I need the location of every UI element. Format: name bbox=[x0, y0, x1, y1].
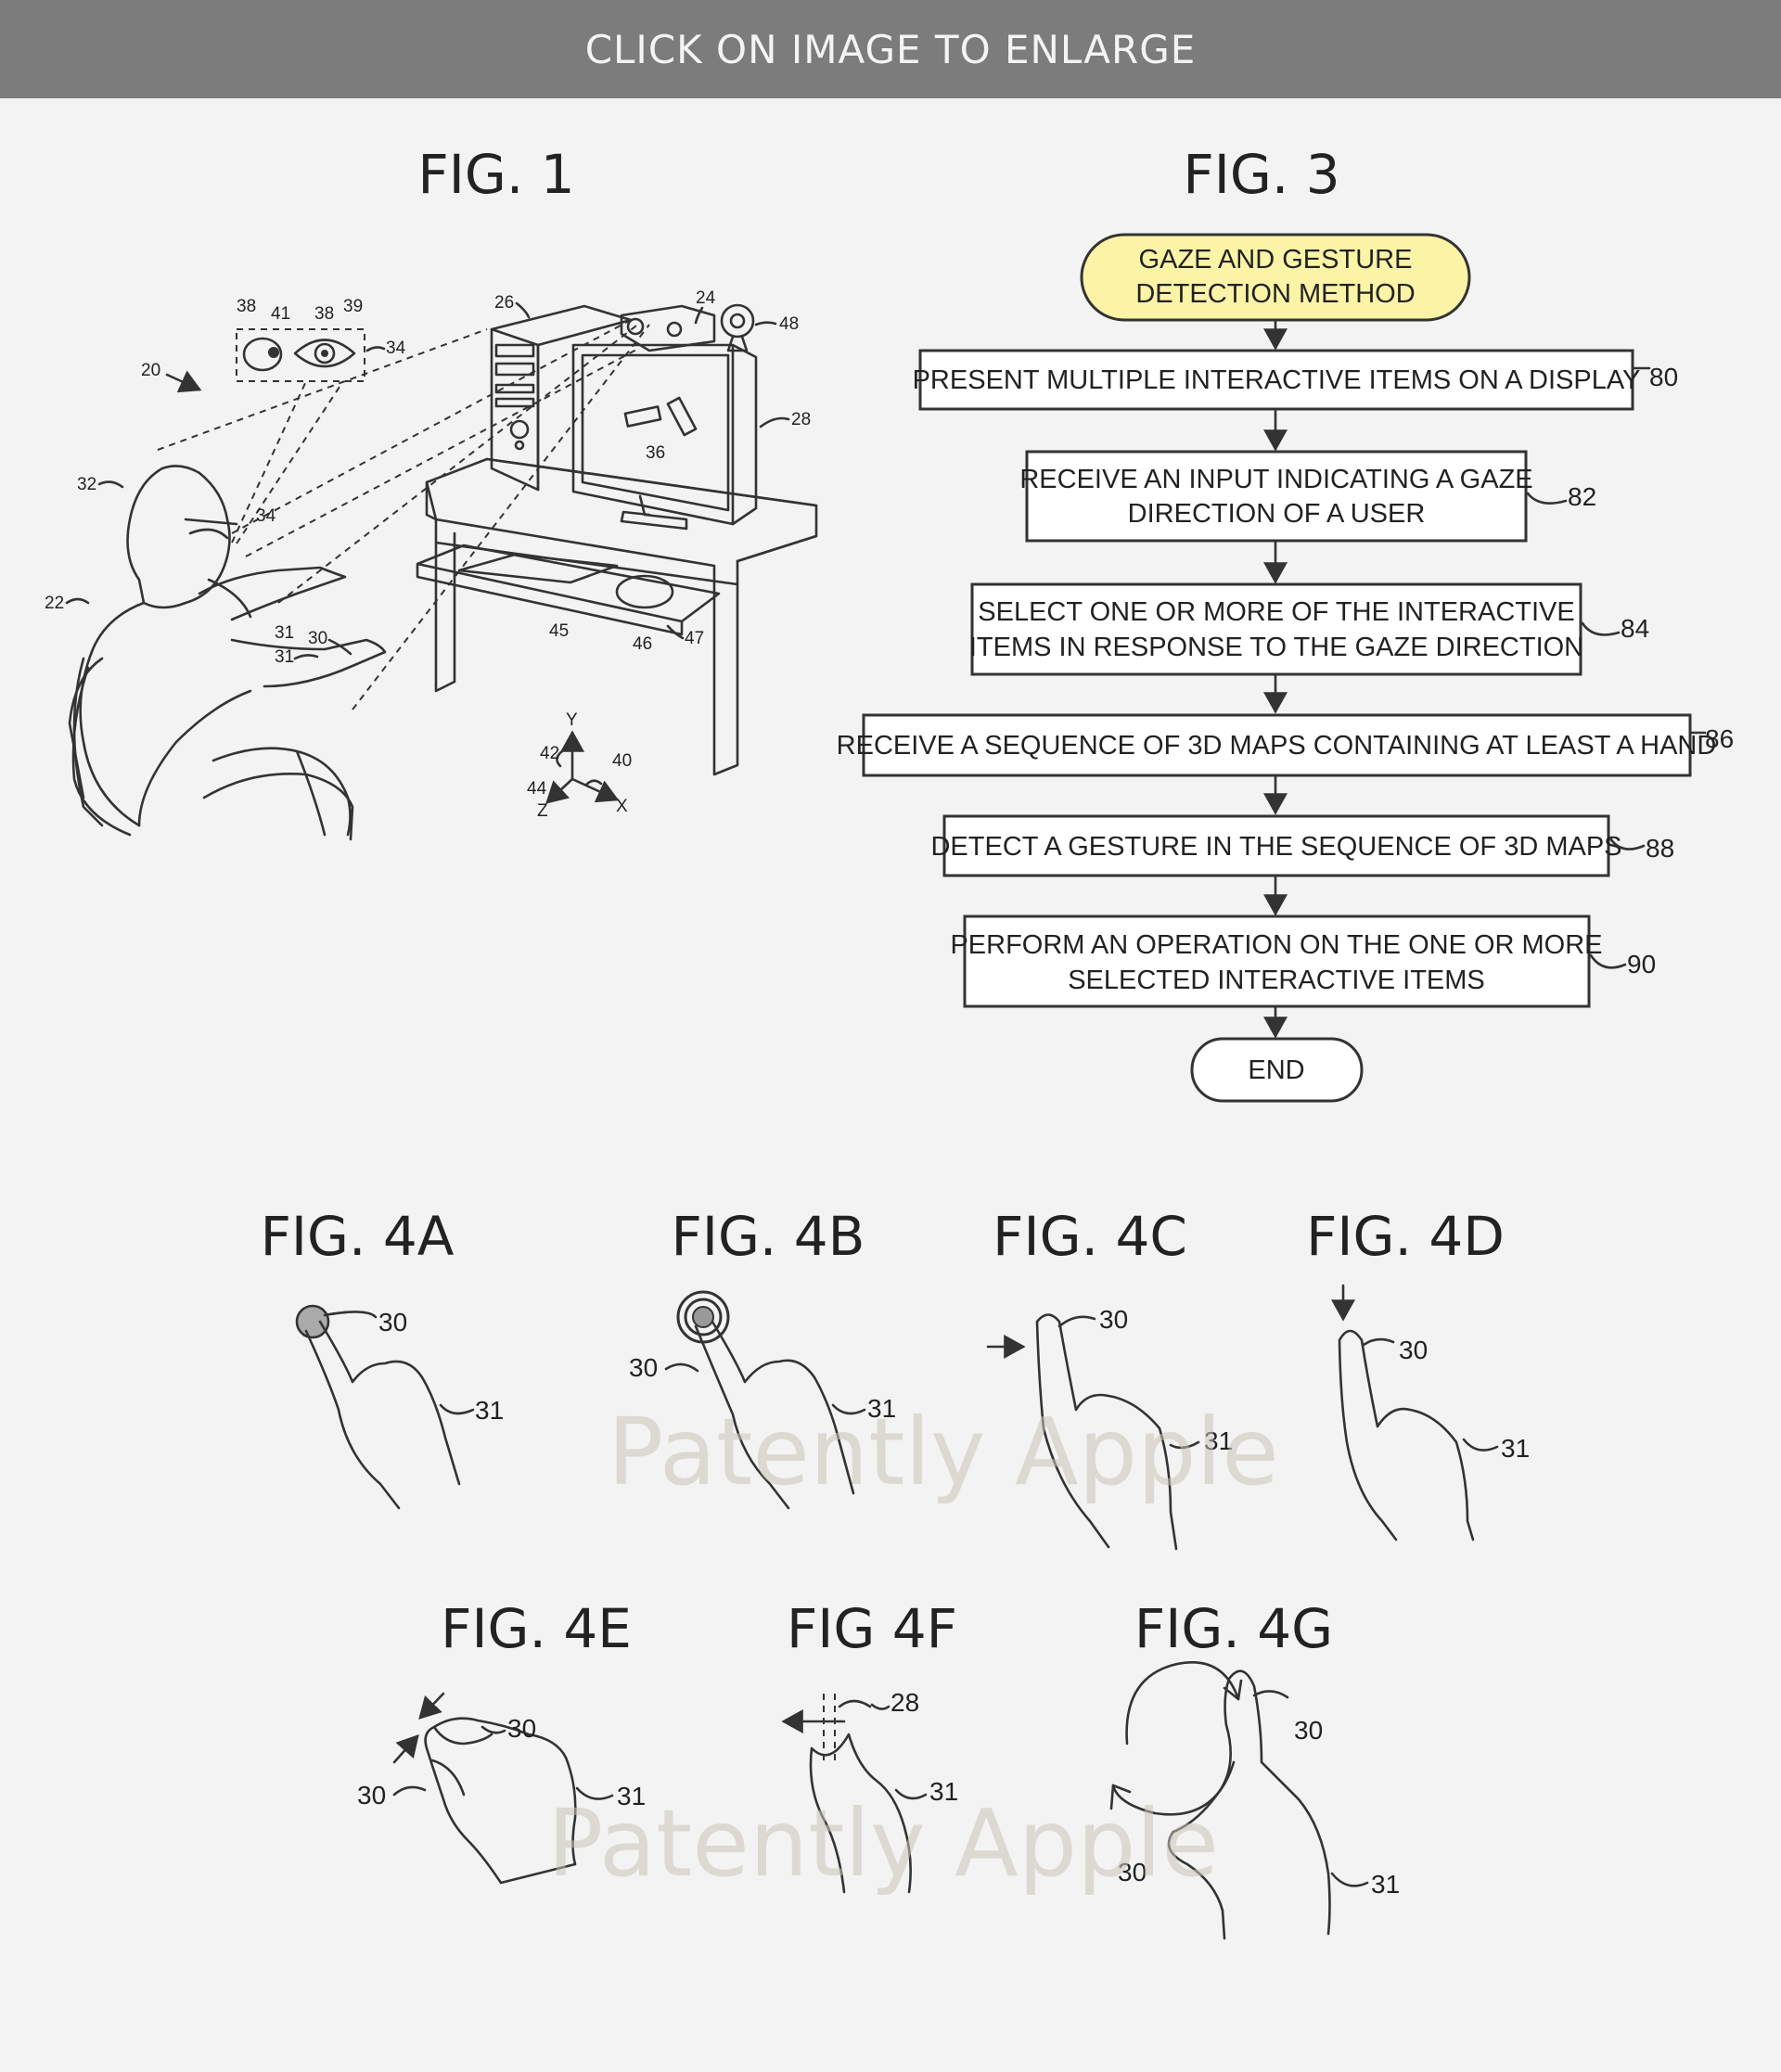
fig4a-title: FIG. 4A bbox=[261, 1205, 455, 1268]
fig4c-ref: 30 bbox=[1099, 1305, 1128, 1334]
fig1-ref: 32 bbox=[77, 475, 96, 494]
fig1-ref: 46 bbox=[633, 634, 652, 654]
flow-step-82-ref: 82 bbox=[1568, 482, 1596, 511]
fig1-ref: 40 bbox=[612, 751, 632, 771]
flow-step-80-text: PRESENT MULTIPLE INTERACTIVE ITEMS ON A … bbox=[913, 365, 1641, 395]
display-monitor bbox=[573, 345, 756, 529]
flow-start-line-2: DETECTION METHOD bbox=[1135, 279, 1415, 309]
pinch-arrow-icon bbox=[394, 1736, 417, 1762]
fig4b-ref: 30 bbox=[629, 1353, 658, 1382]
fig4c-title: FIG. 4C bbox=[993, 1205, 1187, 1268]
patent-figure-sheet[interactable]: FIG. 1 bbox=[0, 98, 1781, 2072]
fig1-ref: 26 bbox=[494, 293, 514, 313]
flow-step-84-text-1: SELECT ONE OR MORE OF THE INTERACTIVE bbox=[978, 597, 1574, 627]
fig1-title: FIG. 1 bbox=[417, 143, 574, 206]
fig1-ref: 45 bbox=[549, 621, 569, 641]
fig4a-gesture: FIG. 4A 30 31 bbox=[261, 1205, 505, 1508]
fig1-illustration: FIG. 1 bbox=[45, 143, 816, 839]
touch-point-icon bbox=[297, 1306, 328, 1337]
enlarge-banner-label: CLICK ON IMAGE TO ENLARGE bbox=[585, 27, 1197, 72]
watermark: Patently Apple bbox=[608, 1398, 1279, 1506]
fig1-ref: 20 bbox=[141, 361, 160, 380]
flow-step-84-text-2: ITEMS IN RESPONSE TO THE GAZE DIRECTION bbox=[969, 633, 1583, 662]
fig4f-ref: 28 bbox=[890, 1688, 919, 1717]
pinch-arrow-icon bbox=[420, 1694, 443, 1718]
flow-step-88-ref: 88 bbox=[1646, 834, 1674, 863]
fig4b-title: FIG. 4B bbox=[672, 1205, 865, 1268]
enlarge-banner[interactable]: CLICK ON IMAGE TO ENLARGE bbox=[0, 0, 1781, 98]
flow-step-90-text-2: SELECTED INTERACTIVE ITEMS bbox=[1068, 966, 1485, 995]
fig1-ref: 38 bbox=[237, 297, 256, 316]
fig1-ref: 30 bbox=[308, 629, 327, 648]
flow-step-90-ref: 90 bbox=[1627, 950, 1656, 978]
fig1-ref: 42 bbox=[540, 744, 559, 763]
fig1-ref: 28 bbox=[791, 410, 811, 429]
fig4d-title: FIG. 4D bbox=[1306, 1205, 1505, 1268]
flow-step-80-ref: 80 bbox=[1649, 363, 1678, 391]
flow-step-90-text-1: PERFORM AN OPERATION ON THE ONE OR MORE bbox=[950, 930, 1602, 960]
fig4g-ref: 31 bbox=[1371, 1870, 1400, 1899]
fig1-ref: 44 bbox=[527, 779, 547, 799]
fig1-ref: 48 bbox=[779, 314, 799, 334]
flow-step-82-text-2: DIRECTION OF A USER bbox=[1128, 499, 1426, 529]
fig1-ref: 22 bbox=[45, 594, 64, 613]
fig1-ref: 39 bbox=[343, 297, 363, 316]
rotate-arrow-icon bbox=[1127, 1662, 1238, 1744]
fig3-flowchart: FIG. 3 GAZE AND GESTURE DETECTION METHOD… bbox=[837, 143, 1734, 1101]
screen-item-1 bbox=[625, 406, 660, 426]
fig3-title: FIG. 3 bbox=[1183, 143, 1339, 206]
fig1-ref: 34 bbox=[256, 506, 276, 526]
flow-step-86-text: RECEIVE A SEQUENCE OF 3D MAPS CONTAINING… bbox=[837, 731, 1717, 761]
axis-y-label: Y bbox=[566, 710, 578, 730]
fig4d-ref: 30 bbox=[1399, 1336, 1428, 1364]
fig1-ref: 36 bbox=[646, 443, 665, 463]
flow-end-label: END bbox=[1248, 1055, 1304, 1085]
eye-inset-box bbox=[237, 329, 365, 381]
fig4e-title: FIG. 4E bbox=[441, 1597, 632, 1660]
flow-step-82-text-1: RECEIVE AN INPUT INDICATING A GAZE bbox=[1019, 465, 1532, 494]
fig4g-ref: 30 bbox=[1294, 1716, 1323, 1745]
watermark: Patently Apple bbox=[547, 1789, 1219, 1898]
fig1-ref: 41 bbox=[271, 304, 290, 324]
fig4a-ref: 30 bbox=[378, 1308, 407, 1337]
screen-item-2 bbox=[668, 398, 696, 435]
fig1-ref: 31 bbox=[275, 647, 294, 667]
fig4d-gesture: FIG. 4D 30 31 bbox=[1306, 1205, 1530, 1540]
axis-z-label: Z bbox=[537, 801, 548, 821]
fig1-ref: 38 bbox=[314, 304, 334, 324]
flow-step-84-ref: 84 bbox=[1621, 614, 1649, 643]
flow-step-88-text: DETECT A GESTURE IN THE SEQUENCE OF 3D M… bbox=[930, 832, 1621, 862]
flow-step-86-ref: 86 bbox=[1705, 724, 1734, 753]
fig4f-title: FIG 4F bbox=[787, 1597, 957, 1660]
fig4a-ref: 31 bbox=[475, 1396, 504, 1425]
fig4e-ref: 30 bbox=[507, 1714, 536, 1743]
camera-icon bbox=[722, 305, 753, 337]
fig1-ref: 34 bbox=[386, 339, 406, 358]
axis-x-label: X bbox=[616, 797, 628, 816]
fig4e-ref: 30 bbox=[357, 1781, 386, 1810]
fig1-ref: 24 bbox=[696, 288, 716, 308]
user-figure bbox=[70, 466, 385, 835]
fig1-ref: 47 bbox=[685, 629, 704, 648]
fig4g-title: FIG. 4G bbox=[1134, 1597, 1333, 1660]
flow-start-line-1: GAZE AND GESTURE bbox=[1139, 245, 1413, 275]
fig1-ref: 31 bbox=[275, 623, 294, 643]
fig4d-ref: 31 bbox=[1501, 1434, 1530, 1463]
